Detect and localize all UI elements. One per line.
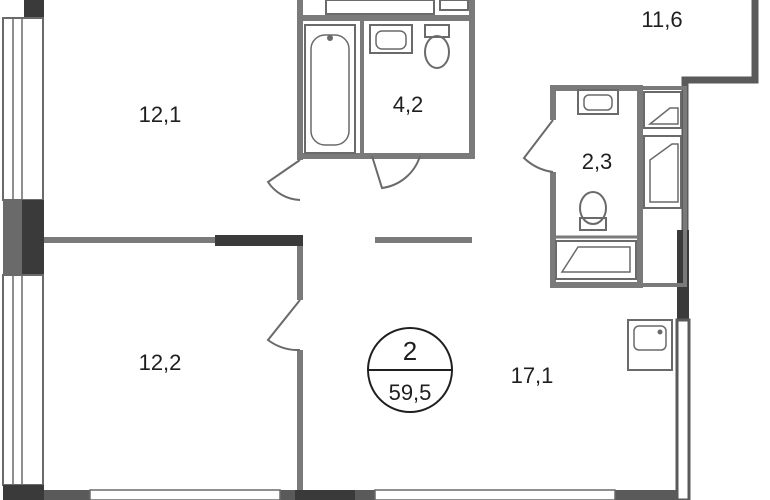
- window-bottom-1: [89, 489, 281, 500]
- left-wall-pier-outer: [3, 200, 22, 275]
- area-kitchen: 11,6: [641, 7, 682, 32]
- badge-total-area: 59,5: [389, 380, 432, 405]
- area-bedroom-1: 12,1: [139, 102, 182, 127]
- wc-sink-icon: [577, 89, 619, 115]
- right-facade: [675, 0, 759, 500]
- wc-toilet-tank: [579, 217, 607, 231]
- kitchen-outer-wall: [681, 0, 759, 230]
- shaft-box-2: [643, 135, 682, 209]
- bath-top-box: [439, 0, 469, 11]
- partitions: [44, 0, 687, 490]
- area-living-hall: 17,1: [511, 363, 554, 388]
- window-bottom-2: [374, 489, 616, 500]
- apartment-badge: 2 59,5: [367, 327, 453, 413]
- fixtures: [304, 0, 682, 371]
- bottom-wall: [44, 490, 684, 500]
- bath-toilet-icon: [424, 35, 450, 69]
- wc-tray-inner: [560, 246, 631, 273]
- wc-tray-icon: [555, 240, 637, 280]
- window-left-2: [2, 274, 44, 486]
- bath-sink-icon: [369, 24, 413, 54]
- area-bedroom-2: 12,2: [139, 350, 182, 375]
- wc-toilet-icon: [579, 191, 607, 225]
- door-bedroom-1: [266, 159, 301, 201]
- room-labels: 12,1 12,2 4,2 2,3 11,6 17,1: [139, 7, 683, 388]
- right-wall-window: [675, 318, 691, 500]
- bedrooms-divider-dark: [215, 235, 303, 246]
- left-wall-bottom: [3, 485, 44, 500]
- bathtub-drain: [327, 35, 333, 41]
- door-wc: [522, 119, 554, 173]
- bath-top-shelf: [325, 0, 435, 15]
- door-bedroom-2: [266, 299, 301, 352]
- shaft-box-1: [643, 91, 682, 129]
- area-bathroom: 4,2: [393, 92, 424, 117]
- doors: [266, 119, 554, 352]
- wc-walls: [550, 85, 643, 288]
- window-left-1: [2, 17, 44, 201]
- left-facade: [2, 0, 44, 500]
- bathtub-icon: [304, 24, 356, 154]
- living-sink-bowl: [633, 325, 667, 351]
- living-sink-drain: [657, 329, 663, 335]
- door-bathroom: [371, 155, 421, 190]
- bath-sink-bowl: [375, 30, 407, 50]
- left-wall-top: [24, 0, 44, 18]
- bathtub-inner: [310, 34, 350, 146]
- left-wall-pier: [22, 200, 44, 275]
- bathroom-walls: [297, 15, 475, 159]
- bottom-facade: [44, 489, 684, 500]
- shaft-walls: [640, 86, 687, 287]
- shaft-box-2-inner: [649, 143, 679, 203]
- wc-sink-bowl: [583, 94, 613, 111]
- living-sink-icon: [627, 319, 673, 371]
- bottom-wall-pier: [295, 490, 355, 500]
- shaft-box-1-inner: [647, 107, 679, 125]
- badge-room-count: 2: [403, 336, 417, 366]
- area-wc: 2,3: [582, 149, 613, 174]
